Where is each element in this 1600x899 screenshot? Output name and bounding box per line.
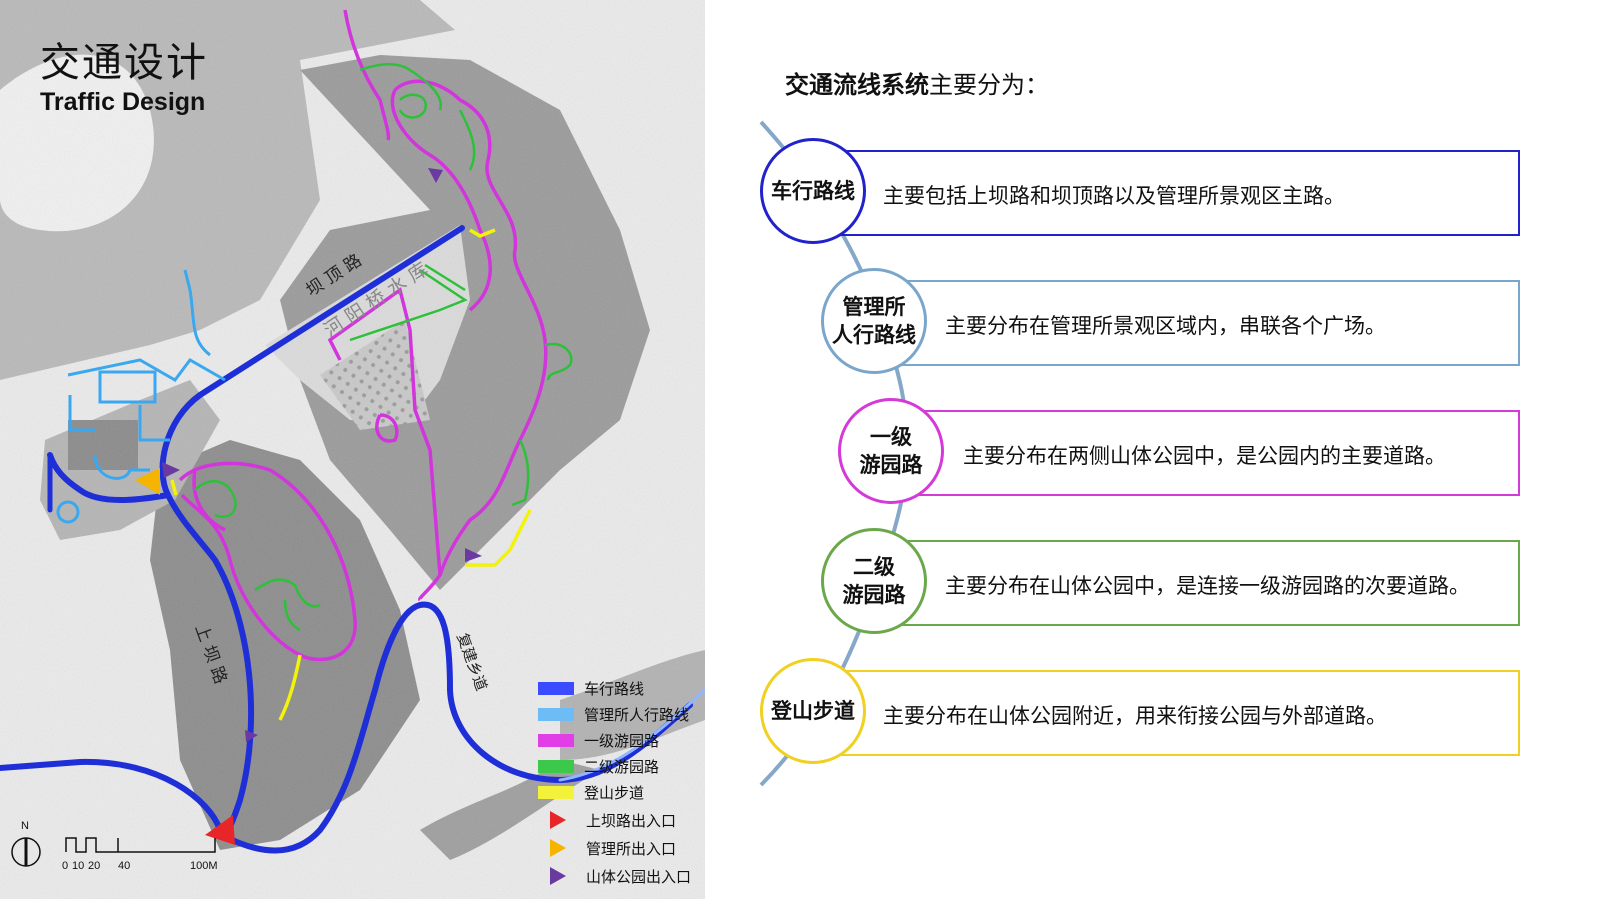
traffic-summary-panel: 交通流线系统主要分为： 主要包括上坝路和坝顶路以及管理所景观区主路。 车行路线 … [705,0,1600,899]
row-desc-pedestrian: 主要分布在管理所景观区域内，串联各个广场。 [945,314,1386,338]
row-name-hiking: 登山步道 [771,699,855,723]
row-name-primary: 一级 游园路 [859,425,923,477]
map-title-en: Traffic Design [40,88,206,116]
up-dam-road-entrance-marker [205,815,235,845]
scale-label-10: 10 [72,860,85,872]
hill-park-entrance-marker [162,462,180,478]
legend-item: 山体公园出入口 [538,864,691,888]
legend-swatch-primary [538,733,574,747]
management-entrance-marker [135,468,160,495]
legend-item: 一级游园路 [538,728,659,752]
row-box-hiking [820,670,1520,756]
scale-bar [65,837,216,853]
vehicle-roads [0,225,705,854]
legend-item: 登山步道 [538,780,644,804]
scale-label-100m: 100M [190,860,218,872]
row-box-vehicle [820,150,1520,236]
scale-label-0: 0 [62,860,69,872]
management-pedestrian-paths [56,269,226,524]
legend-label: 二级游园路 [584,757,660,776]
legend-label: 一级游园路 [584,731,660,750]
legend-triangle-management-entrance [550,839,566,857]
legend-label: 山体公园出入口 [586,867,692,886]
legend-triangle-up-dam-entrance [550,811,566,829]
scale-label-40: 40 [118,860,131,872]
primary-park-roads [178,9,548,662]
scale-label-20: 20 [88,860,101,872]
legend-swatch-vehicle [538,681,574,695]
legend-swatch-secondary [538,759,574,773]
hill-park-entrance-marker [428,168,443,183]
legend-label: 管理所人行路线 [584,705,690,724]
row-box-pedestrian [885,280,1520,366]
legend-item: 上坝路出入口 [538,808,676,832]
legend-triangle-park-entrance [550,867,566,885]
row-circle-hiking: 登山步道 [760,658,866,764]
summary-intro-bold: 交通流线系统 [785,71,929,99]
legend-label: 管理所出入口 [586,839,677,858]
map-title-cn: 交通设计 [40,40,208,86]
row-box-primary [900,410,1520,496]
row-desc-primary: 主要分布在两侧山体公园中，是公园内的主要道路。 [963,444,1446,468]
management-access-road [47,452,171,503]
row-name-vehicle: 车行路线 [771,179,855,203]
row-desc-vehicle: 主要包括上坝路和坝顶路以及管理所景观区主路。 [883,184,1345,208]
river-road-light [558,688,705,782]
legend-item: 管理所人行路线 [538,702,689,726]
dam-top-and-up-dam-road [0,225,465,837]
north-label: N [21,820,29,832]
row-circle-vehicle: 车行路线 [760,138,866,244]
site-plan-map [0,0,705,899]
secondary-park-roads [194,63,573,632]
summary-intro-rest: 主要分为： [929,71,1049,99]
row-desc-hiking: 主要分布在山体公园附近，用来衔接公园与外部道路。 [883,704,1387,728]
row-name-secondary: 二级 游园路 [842,555,906,607]
legend-item: 车行路线 [538,676,644,700]
hill-park-entrance-marker [465,548,482,562]
hiking-trails [170,228,532,721]
legend-label: 车行路线 [584,679,645,698]
row-box-secondary [885,540,1520,626]
row-desc-secondary: 主要分布在山体公园中，是连接一级游园路的次要道路。 [945,574,1470,598]
legend-item: 管理所出入口 [538,836,676,860]
legend-label: 上坝路出入口 [586,811,677,830]
row-circle-secondary: 二级 游园路 [821,528,927,634]
traffic-map-panel: 交通设计 Traffic Design 坝 顶 路 河 阳 桥 水 库 上 坝 … [0,0,705,899]
entrance-markers [135,168,482,845]
hill-park-entrance-marker [245,730,258,742]
legend-swatch-pedestrian [538,707,574,721]
legend-item: 二级游园路 [538,754,659,778]
legend-label: 登山步道 [584,783,645,802]
row-circle-pedestrian: 管理所 人行路线 [821,268,927,374]
row-name-pedestrian: 管理所 人行路线 [832,295,916,347]
summary-intro: 交通流线系统主要分为： [785,65,1049,100]
map-texture [0,0,705,899]
legend-swatch-hiking [538,785,574,799]
row-circle-primary: 一级 游园路 [838,398,944,504]
